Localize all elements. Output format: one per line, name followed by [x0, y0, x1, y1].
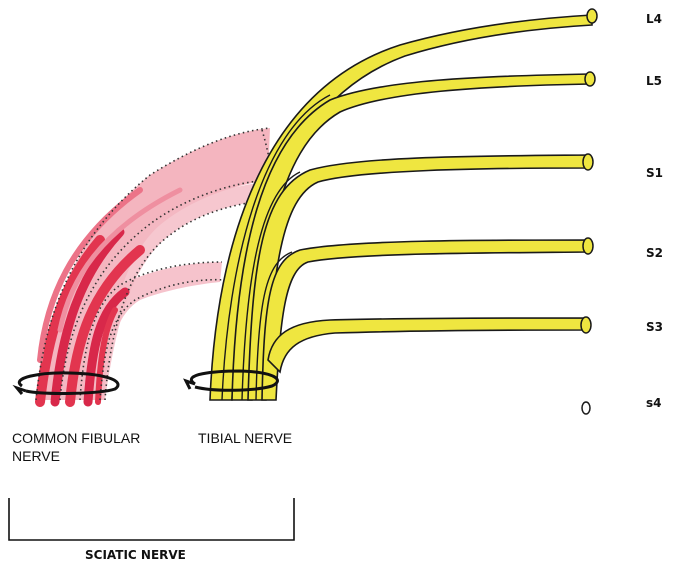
fibular-dotted-outline-mid	[59, 179, 271, 401]
common-fibular-label-line1: COMMON FIBULAR	[12, 430, 141, 446]
fibular-stroke-1	[35, 235, 105, 407]
tibial-nerve	[209, 8, 598, 415]
tibial-nerve-label: TIBIAL NERVE	[198, 430, 293, 446]
root-label-s2: S2	[646, 246, 663, 260]
root-label-l4: L4	[646, 12, 662, 26]
root-end-l5	[584, 71, 596, 87]
tibial-fascicle-line-3	[255, 251, 293, 401]
tibial-root-s1	[247, 154, 589, 401]
fibular-ring-arrow	[12, 384, 27, 395]
tibial-ring	[190, 369, 279, 392]
common-fibular-nerve	[35, 127, 276, 407]
tibial-fascicle-line-2	[241, 171, 301, 401]
root-end-l4	[586, 8, 598, 24]
root-label-s4: s4	[646, 396, 662, 410]
root-end-s3	[580, 316, 592, 334]
fibular-dotted-outline-inner	[99, 278, 226, 401]
root-end-s1	[582, 153, 594, 171]
fibular-stroke-3	[65, 245, 145, 407]
fibular-stroke-4	[83, 287, 130, 407]
root-end-s4	[581, 401, 591, 415]
fibular-dotted-outline-outer	[35, 127, 271, 401]
fibular-stroke-2	[50, 227, 125, 407]
tibial-fascicle-line-1	[221, 94, 331, 401]
root-label-s3: S3	[646, 320, 663, 334]
fibular-stroke-7	[57, 187, 183, 333]
nerve-rings	[12, 369, 279, 395]
sciatic-nerve-label: SCIATIC NERVE	[85, 548, 186, 562]
root-label-l5: L5	[646, 74, 662, 88]
root-label-s1: S1	[646, 166, 663, 180]
fibular-dotted-cross	[261, 129, 276, 201]
fibular-stroke-6	[37, 187, 143, 363]
tibial-root-s3	[267, 317, 587, 374]
fibular-ring	[17, 371, 120, 395]
fibular-stroke-5	[95, 307, 118, 405]
sciatic-bracket	[8, 498, 295, 541]
tibial-ring-arrow	[183, 378, 196, 390]
common-fibular-label-line2: NERVE	[12, 448, 60, 464]
fibular-dotted-outline-s2	[79, 261, 223, 401]
root-end-s2	[582, 237, 594, 255]
